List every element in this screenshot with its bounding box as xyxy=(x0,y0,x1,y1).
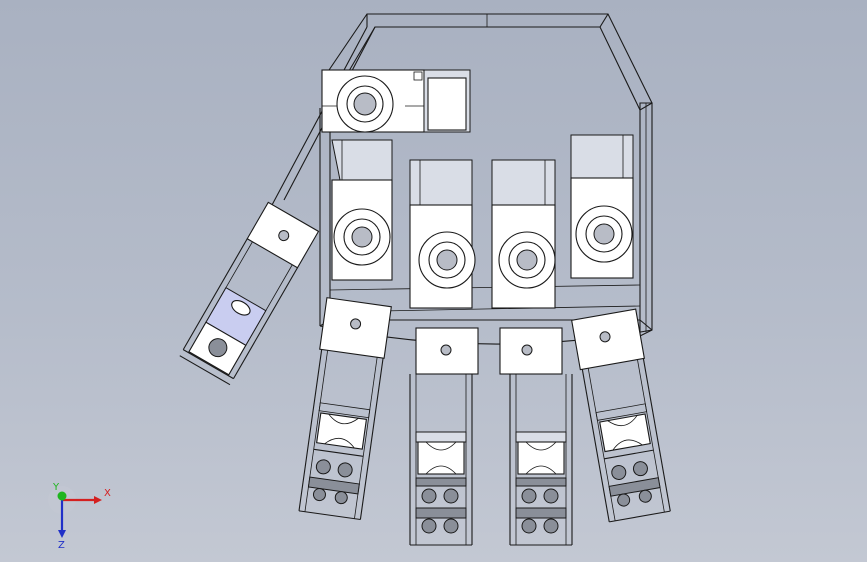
finger-ring[interactable] xyxy=(499,327,573,546)
finger-pinky[interactable] xyxy=(571,308,672,523)
coordinate-triad: X Y Z xyxy=(48,482,111,548)
y-axis-label: Y xyxy=(52,482,60,493)
top-motor-block[interactable] xyxy=(321,69,471,133)
palm-actuator-4[interactable] xyxy=(570,134,634,279)
y-axis-arrow xyxy=(57,491,67,501)
finger-middle[interactable] xyxy=(409,327,479,546)
palm-actuator-2[interactable] xyxy=(409,159,476,309)
x-axis-label: X xyxy=(104,488,111,499)
thumb-finger[interactable] xyxy=(179,201,320,386)
finger-index[interactable] xyxy=(297,297,392,521)
z-axis-label: Z xyxy=(58,540,65,548)
palm-actuator-1[interactable] xyxy=(331,139,393,281)
palm-actuator-3[interactable] xyxy=(491,159,556,309)
